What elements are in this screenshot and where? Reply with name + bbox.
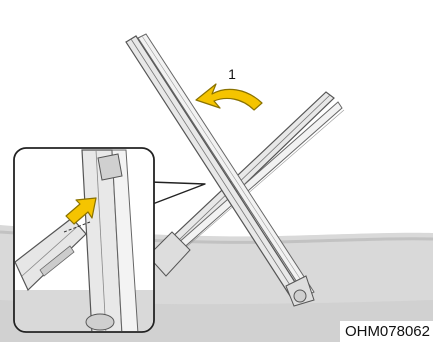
figure-code-label: OHM078062 xyxy=(340,321,433,342)
step-number-label: 1 xyxy=(228,66,236,82)
detail-inset xyxy=(14,148,155,335)
